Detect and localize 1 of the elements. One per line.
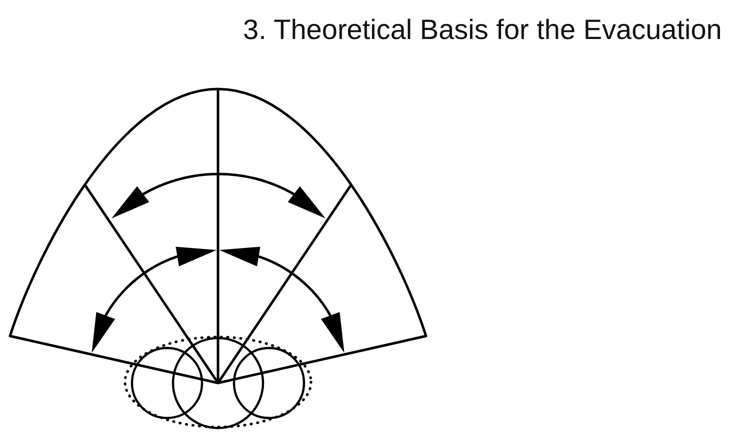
section-heading: 3. Theoretical Basis for the Evacuation	[243, 16, 722, 44]
